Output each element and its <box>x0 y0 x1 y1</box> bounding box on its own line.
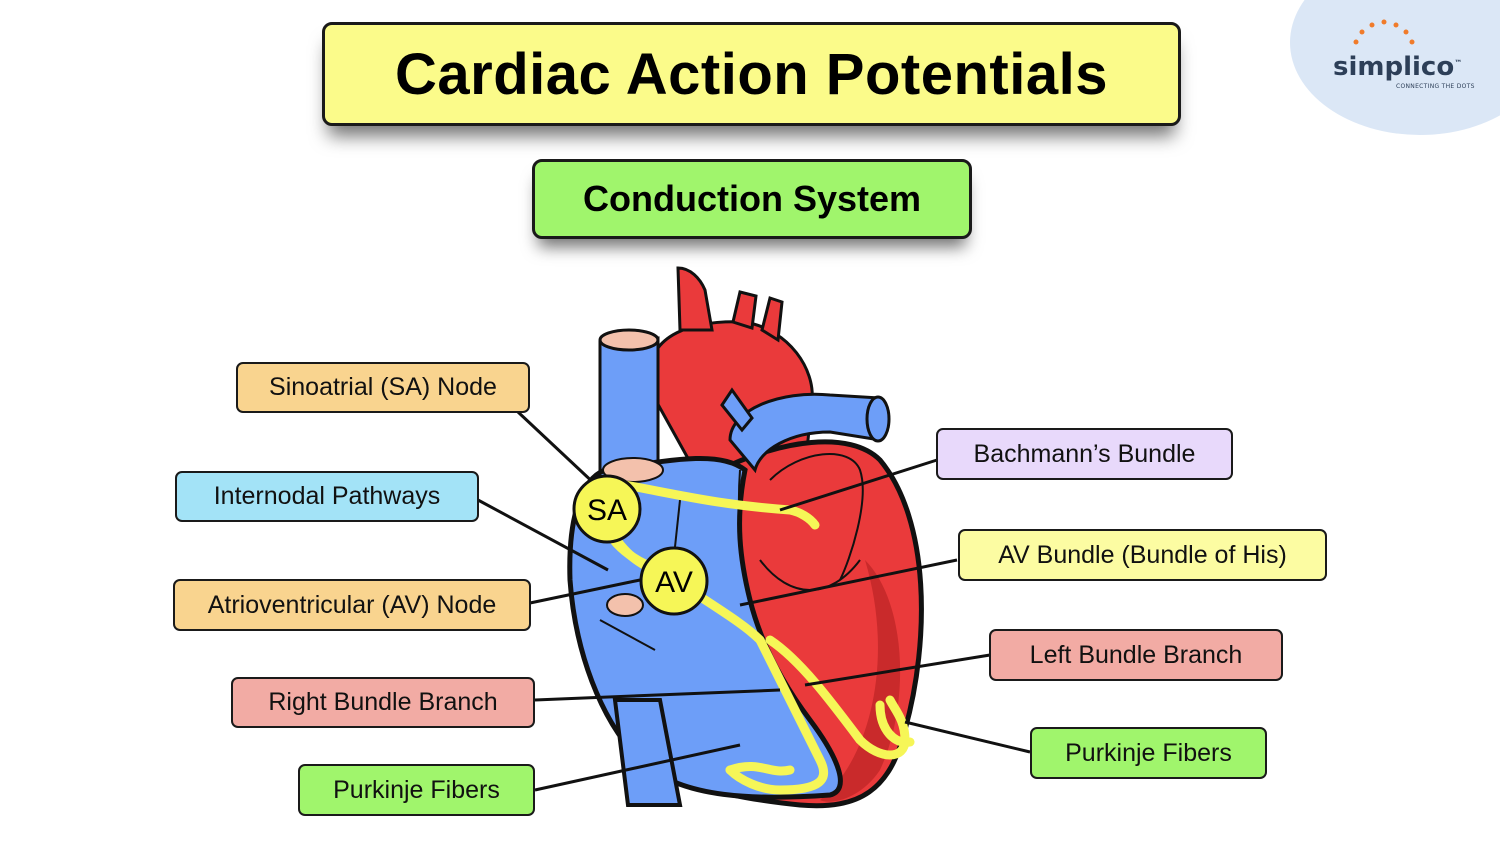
leader-purkinje-left <box>534 743 741 792</box>
logo-tm: ™ <box>1454 58 1463 68</box>
label-bachmanns-bundle: Bachmann’s Bundle <box>936 428 1233 480</box>
label-purkinje-fibers-right: Purkinje Fibers <box>1030 727 1267 779</box>
leader-right-bundle <box>534 688 781 702</box>
bachmanns-bundle-pathway <box>620 480 820 530</box>
label-left-bundle-branch: Left Bundle Branch <box>989 629 1283 681</box>
label-his-bundle: AV Bundle (Bundle of His) <box>958 529 1327 581</box>
aorta-branch-1 <box>676 266 714 332</box>
page-title: Cardiac Action Potentials <box>322 22 1181 126</box>
blue-inner-line <box>599 619 656 651</box>
aorta-branch-3 <box>760 296 784 343</box>
pulmonary-opening <box>865 395 891 443</box>
label-right-bundle-branch: Right Bundle Branch <box>231 677 535 728</box>
right-purkinje-pathway <box>725 762 795 776</box>
right-bundle-pathway <box>725 635 829 795</box>
logo-tagline: CONNECTING THE DOTS <box>1396 83 1475 90</box>
leader-internodal <box>477 498 609 572</box>
leader-lines <box>477 410 1031 792</box>
logo-dots-icon <box>1353 19 1415 45</box>
sa-node: SA <box>572 474 642 544</box>
label-sa-node: Sinoatrial (SA) Node <box>236 362 530 413</box>
leader-his <box>739 558 958 607</box>
coronary-sinus-opening <box>606 593 644 617</box>
vena-cava-opening <box>598 328 660 352</box>
chamber-line <box>769 453 864 581</box>
label-internodal-pathways: Internodal Pathways <box>175 471 479 522</box>
left-ventricle-wall <box>820 560 901 802</box>
leader-sa <box>516 410 600 489</box>
logo-name: simplico <box>1333 52 1455 82</box>
logo: simplico™ <box>1333 52 1462 82</box>
pulmonary-branch <box>720 387 754 433</box>
section-subtitle: Conduction System <box>532 159 972 239</box>
leader-bachmann <box>779 458 938 512</box>
left-bundle-pathway <box>765 635 910 760</box>
aorta-branch-2 <box>731 290 758 330</box>
sa-node-label: SA <box>587 494 627 527</box>
label-purkinje-fibers-left: Purkinje Fibers <box>298 764 535 816</box>
av-node-label: AV <box>655 566 693 599</box>
leader-purkinje-right <box>904 720 1031 754</box>
leader-av <box>529 578 641 605</box>
superior-vena-cava <box>598 336 660 480</box>
av-node: AV <box>639 546 709 616</box>
leader-left-bundle <box>804 653 991 687</box>
label-av-node: Atrioventricular (AV) Node <box>173 579 531 631</box>
left-purkinje-pathway <box>875 700 915 747</box>
